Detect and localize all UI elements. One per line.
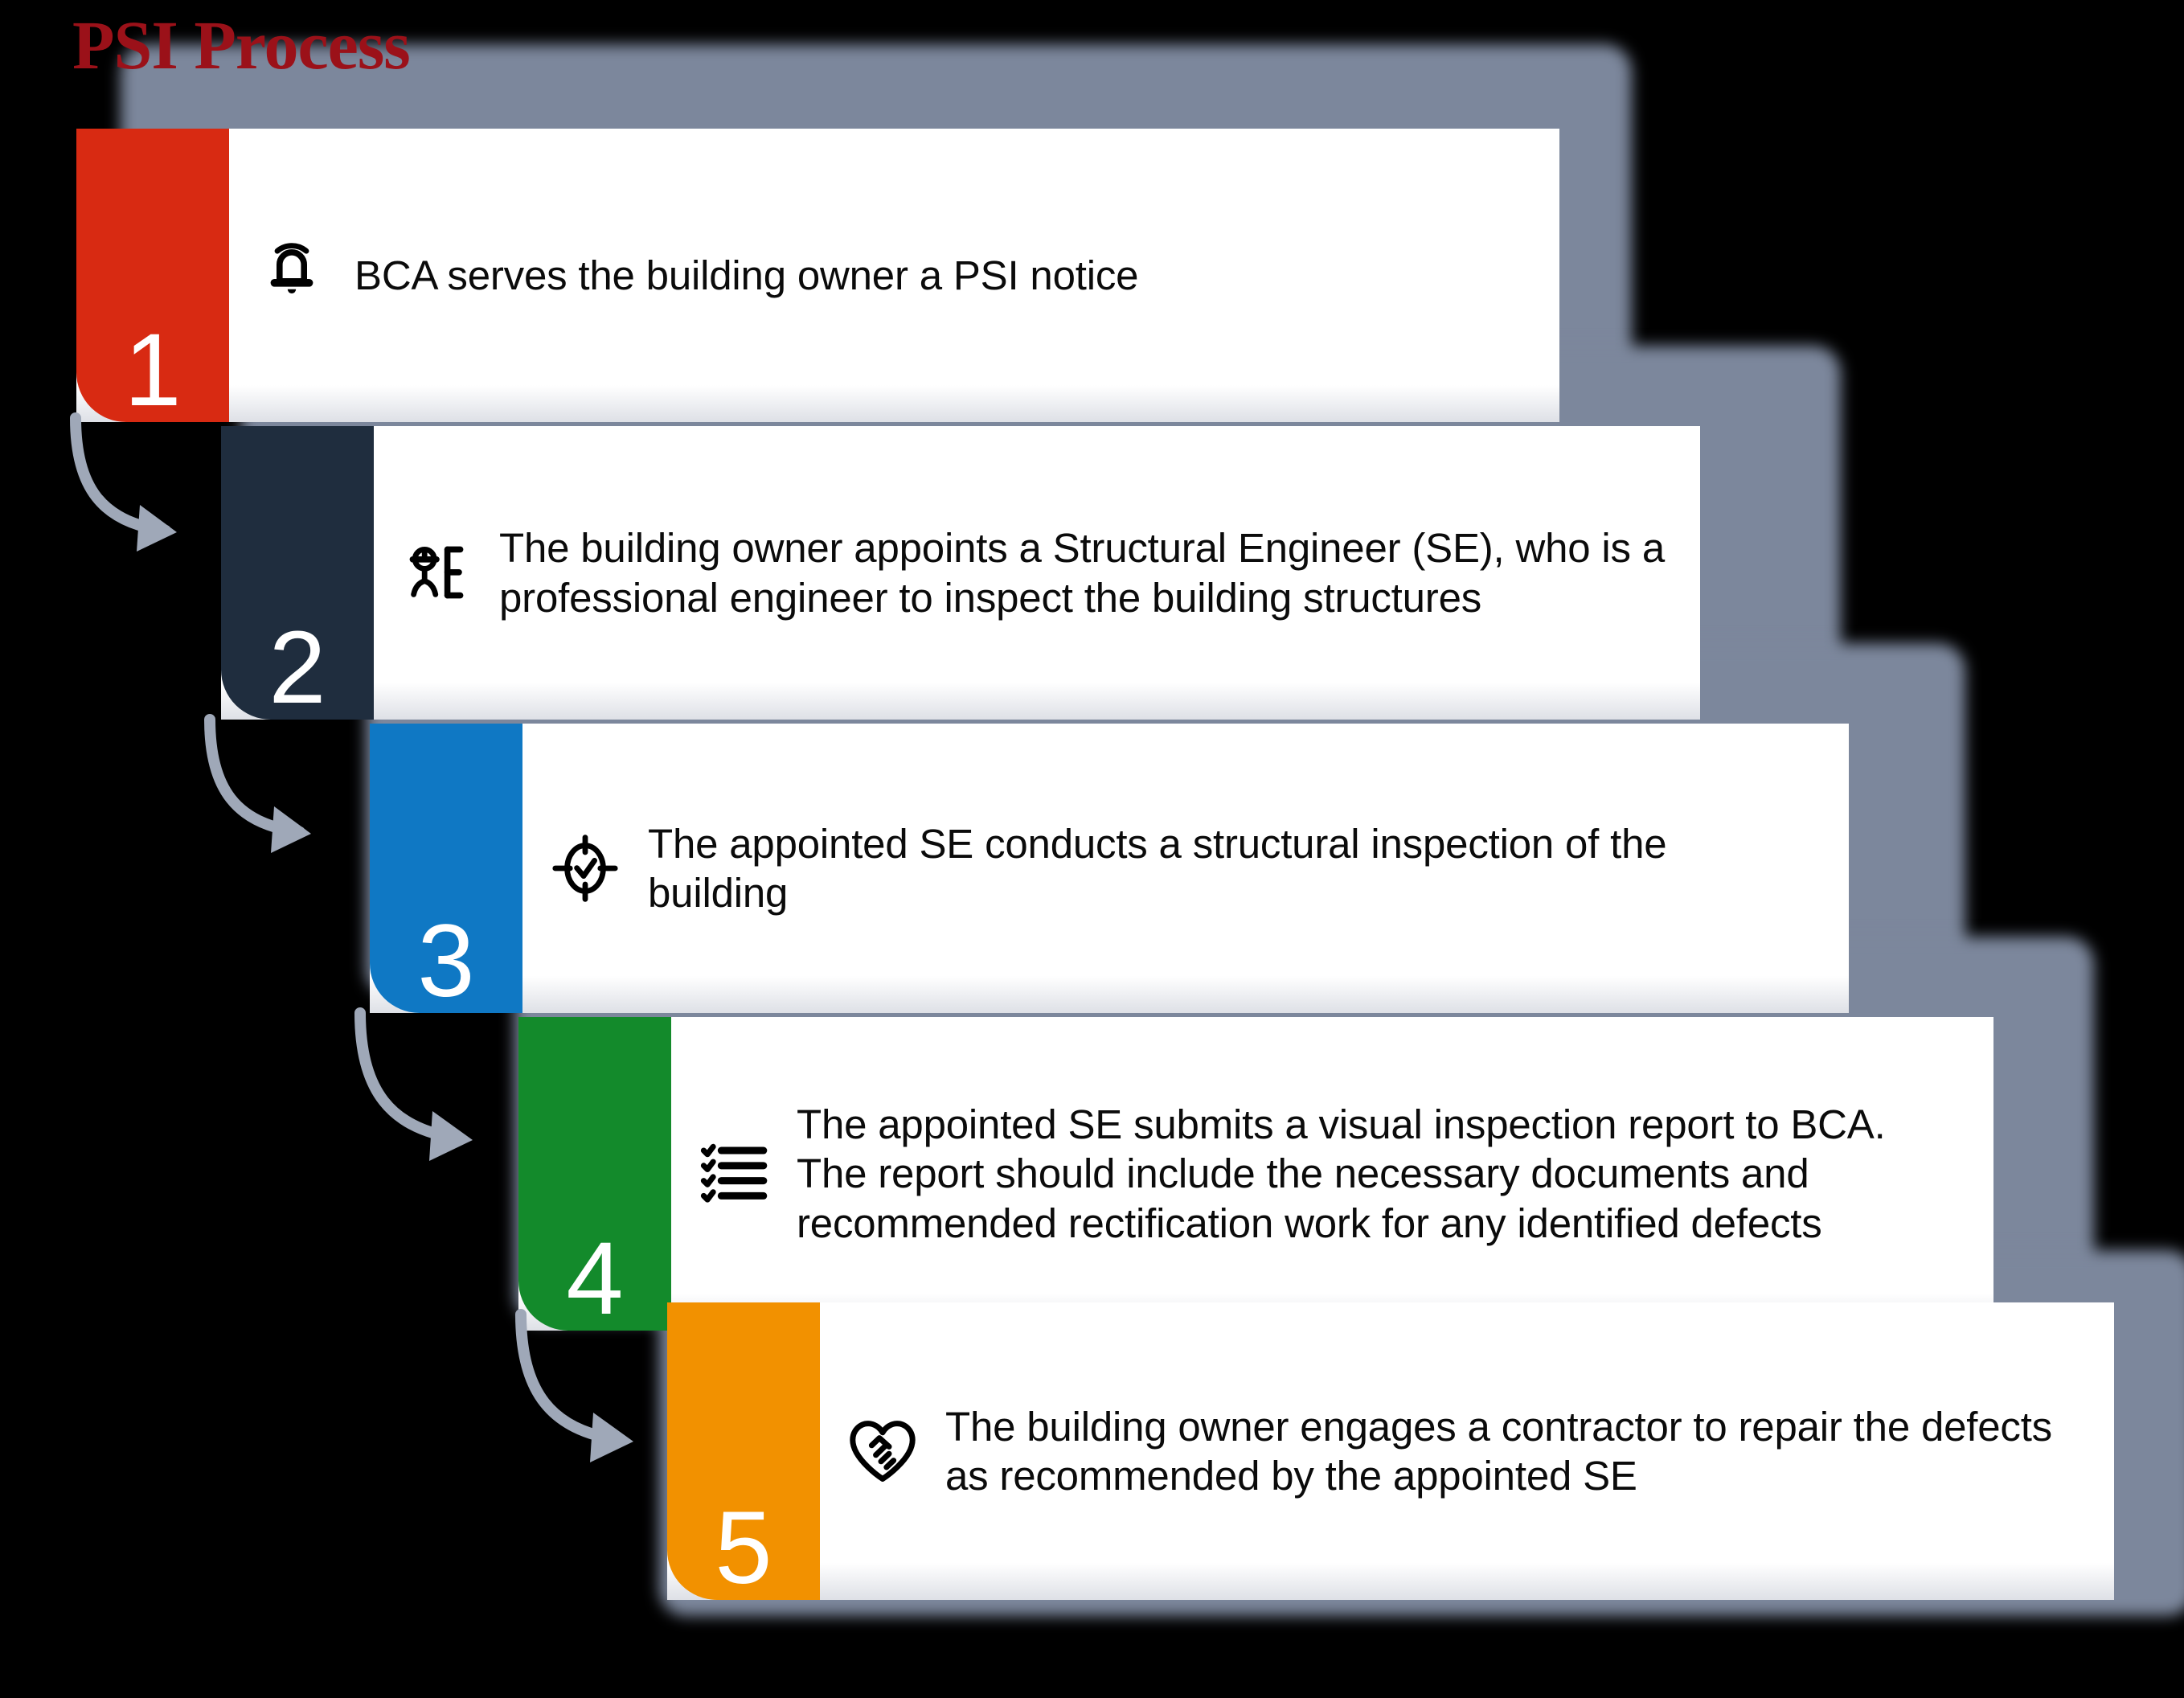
step-number-badge-1: 1 [76, 129, 229, 422]
connector-arrow-4-5 [506, 1306, 659, 1471]
step-text-1: BCA serves the building owner a PSI noti… [354, 252, 1139, 298]
connector-arrow-2-3 [197, 712, 334, 860]
crosshair-check-icon [543, 830, 627, 907]
step-number-1: 1 [124, 313, 182, 422]
process-step-card-2[interactable]: 2 The building owner appoints a Structur… [221, 426, 1700, 720]
step-text-5: The building owner engages a contractor … [945, 1403, 2052, 1499]
step-content-2: The building owner appoints a Structural… [374, 426, 1700, 720]
step-text-4: The appointed SE submits a visual inspec… [797, 1101, 1886, 1246]
step-text-2: The building owner appoints a Structural… [499, 525, 1665, 621]
step-content-3: The appointed SE conducts a structural i… [522, 724, 1849, 1013]
step-text-3: The appointed SE conducts a structural i… [648, 820, 1667, 916]
page-title: PSI Process [72, 6, 411, 84]
step-number-3: 3 [417, 904, 475, 1013]
step-number-5: 5 [715, 1491, 772, 1600]
step-content-4: The appointed SE submits a visual inspec… [671, 1017, 1993, 1331]
process-step-card-3[interactable]: 3 The appointed SE conducts a structural… [370, 724, 1849, 1013]
step-number-badge-4: 4 [518, 1017, 671, 1331]
engineer-icon [395, 535, 478, 612]
checklist-icon [692, 1136, 776, 1212]
step-number-2: 2 [268, 610, 326, 720]
step-number-badge-5: 5 [667, 1302, 820, 1600]
process-step-card-4[interactable]: 4 Th [518, 1017, 1993, 1331]
connector-arrow-1-2 [63, 410, 199, 559]
step-content-1: BCA serves the building owner a PSI noti… [229, 129, 1559, 422]
step-content-5: The building owner engages a contractor … [820, 1302, 2114, 1600]
connector-arrow-3-4 [346, 1005, 498, 1170]
step-number-badge-2: 2 [221, 426, 374, 720]
alarm-bell-icon [250, 237, 334, 314]
step-number-badge-3: 3 [370, 724, 522, 1013]
heart-handshake-icon [841, 1413, 924, 1490]
process-step-card-5[interactable]: 5 The building owner engages a contracto… [667, 1302, 2114, 1600]
process-step-card-1[interactable]: 1 BCA serves the building owner a PSI no… [76, 129, 1559, 422]
step-number-4: 4 [566, 1221, 624, 1331]
